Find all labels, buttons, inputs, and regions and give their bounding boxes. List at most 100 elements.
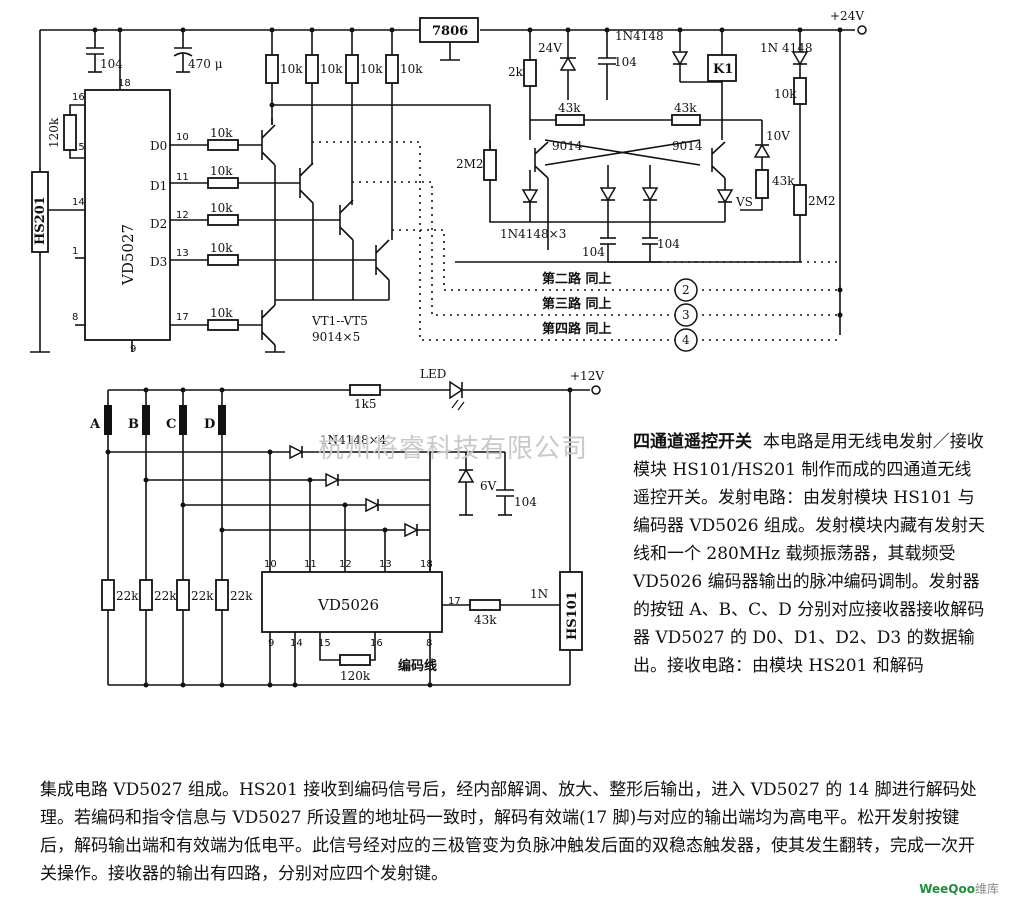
pullup-label-2: 10k bbox=[320, 62, 343, 76]
relay-k1 bbox=[707, 54, 737, 82]
r10k-label-1: 10k bbox=[210, 126, 233, 140]
r22k-label-4: 22k bbox=[230, 589, 253, 603]
rx-transistors bbox=[261, 124, 390, 346]
channel-3-label: 第三路 同上 bbox=[542, 296, 612, 312]
tx-buttons bbox=[104, 390, 226, 685]
rx-r120k-label: 120k bbox=[47, 117, 61, 148]
channel-3-marker bbox=[674, 303, 698, 327]
r10k-b-label: 10k bbox=[774, 87, 797, 101]
vs-label: VS bbox=[735, 195, 753, 209]
article-right-text: 本电路是用无线电发射／接收模块 HS101/HS201 制作而成的四通道无线遥控… bbox=[633, 432, 985, 676]
zener-10v-label: 10V bbox=[766, 129, 790, 143]
vt-label: VT1--VT5 bbox=[311, 314, 368, 328]
zener-24v-label: 24V bbox=[538, 41, 562, 55]
tx-pin-16: 16 bbox=[370, 638, 383, 649]
pin-14: 14 bbox=[72, 197, 85, 208]
r22k-label-2: 22k bbox=[154, 589, 177, 603]
tx-r120k-label: 120k bbox=[340, 669, 371, 683]
button-a-label: A bbox=[89, 417, 101, 432]
button-d-label: D bbox=[204, 417, 215, 432]
tx-pin-15: 15 bbox=[318, 638, 331, 649]
button-b-label: B bbox=[128, 417, 139, 432]
out-d3: D3 bbox=[150, 255, 167, 269]
rx-supply-label: +24V bbox=[830, 9, 864, 23]
r10k-label-2: 10k bbox=[210, 164, 233, 178]
ff-resistor-2m2-l bbox=[483, 149, 497, 181]
tx-pin-14: 14 bbox=[290, 638, 303, 649]
out-d1: D1 bbox=[150, 179, 167, 193]
tx-resistor-43k bbox=[469, 599, 501, 611]
button-c-label: C bbox=[166, 417, 176, 432]
tx-r43k-label: 43k bbox=[474, 613, 497, 627]
diode-b-label: 1N 4148 bbox=[760, 41, 813, 55]
weeqoo-logo: WeeQoo维库 bbox=[919, 880, 999, 897]
tx-cap-104: 104 bbox=[514, 495, 537, 509]
out-d0: D0 bbox=[150, 139, 167, 153]
r43k-v-label: 43k bbox=[772, 174, 795, 188]
tx-pulldown-resistors bbox=[101, 579, 229, 685]
pin-8: 8 bbox=[72, 312, 78, 323]
supply-terminal bbox=[857, 25, 867, 35]
pin-1: 1 bbox=[72, 246, 78, 257]
rx-resistor-2k bbox=[523, 59, 537, 87]
tx-pin-18: 18 bbox=[420, 559, 433, 570]
pin-15: 15 bbox=[72, 142, 85, 153]
regulator-7806 bbox=[419, 17, 479, 43]
channel-3-num: 3 bbox=[682, 308, 690, 322]
r43k-l-label: 43k bbox=[558, 101, 581, 115]
watermark: 杭州将睿科技有限公司 bbox=[318, 434, 589, 464]
r10k-label-4: 10k bbox=[210, 241, 233, 255]
relay-label: K1 bbox=[713, 62, 733, 77]
r22k-label-1: 22k bbox=[116, 589, 139, 603]
rx-input-resistors bbox=[170, 139, 376, 331]
article-title: 四通道遥控开关 bbox=[633, 432, 752, 452]
r43k-r-label: 43k bbox=[674, 101, 697, 115]
pullup-label-1: 10k bbox=[280, 62, 303, 76]
diode-1n4148-label: 1N4148 bbox=[615, 29, 664, 43]
pullup-label-3: 10k bbox=[360, 62, 383, 76]
pin-12: 12 bbox=[176, 210, 189, 221]
pin-11: 11 bbox=[176, 172, 189, 183]
ff-resistor-43k-l bbox=[555, 114, 585, 126]
pin-18: 18 bbox=[118, 78, 131, 89]
vd5027-label: VD5027 bbox=[119, 224, 137, 286]
hs101-module bbox=[559, 571, 583, 651]
rx-cap-104: 104 bbox=[100, 57, 123, 71]
channel-4-label: 第四路 同上 bbox=[542, 321, 612, 337]
channel-2-marker bbox=[674, 278, 698, 302]
rx-pullup-resistors bbox=[265, 30, 399, 84]
tx-pin-11: 11 bbox=[304, 559, 317, 570]
tx-supply-terminal bbox=[591, 385, 601, 395]
r22k-label-3: 22k bbox=[191, 589, 214, 603]
ff-resistor-43k-v bbox=[755, 169, 769, 199]
r2m2-r-label: 2M2 bbox=[808, 194, 836, 208]
tx-supply-label: +12V bbox=[570, 369, 604, 383]
pin-16: 16 bbox=[72, 92, 85, 103]
vd5027-ic bbox=[84, 89, 171, 341]
pin-17: 17 bbox=[176, 312, 189, 323]
tx-resistor-120k bbox=[339, 654, 371, 666]
channel-2-num: 2 bbox=[682, 283, 690, 297]
ff-resistor-43k-r bbox=[671, 114, 701, 126]
regulator-label: 7806 bbox=[432, 24, 468, 39]
led-label: LED bbox=[420, 367, 446, 381]
channel-4-marker bbox=[674, 328, 698, 352]
r2m2-l-label: 2M2 bbox=[456, 157, 484, 171]
article-bottom-text: 集成电路 VD5027 组成。HS201 接收到编码信号后，经内部解调、放大、整… bbox=[40, 780, 977, 884]
pin-9: 9 bbox=[130, 344, 136, 355]
label-1n: 1N bbox=[530, 587, 548, 601]
tx-pin-17: 17 bbox=[448, 596, 461, 607]
rx-cap-470: 470 μ bbox=[188, 57, 223, 71]
ff-cap-104-c2: 104 bbox=[657, 237, 680, 251]
r1k5-label: 1k5 bbox=[354, 397, 377, 411]
ff-cap-104: 104 bbox=[614, 55, 637, 69]
vd5026-label: VD5026 bbox=[317, 596, 379, 614]
tx-pin-8: 8 bbox=[426, 638, 432, 649]
vd5026-ic bbox=[261, 571, 443, 633]
ff-resistor-2m2-r bbox=[793, 184, 807, 216]
tx-pin-10: 10 bbox=[264, 559, 277, 570]
diodes-x3-label: 1N4148×3 bbox=[500, 227, 566, 241]
zener-6v-label: 6V bbox=[480, 479, 497, 493]
pin-10: 10 bbox=[176, 132, 189, 143]
